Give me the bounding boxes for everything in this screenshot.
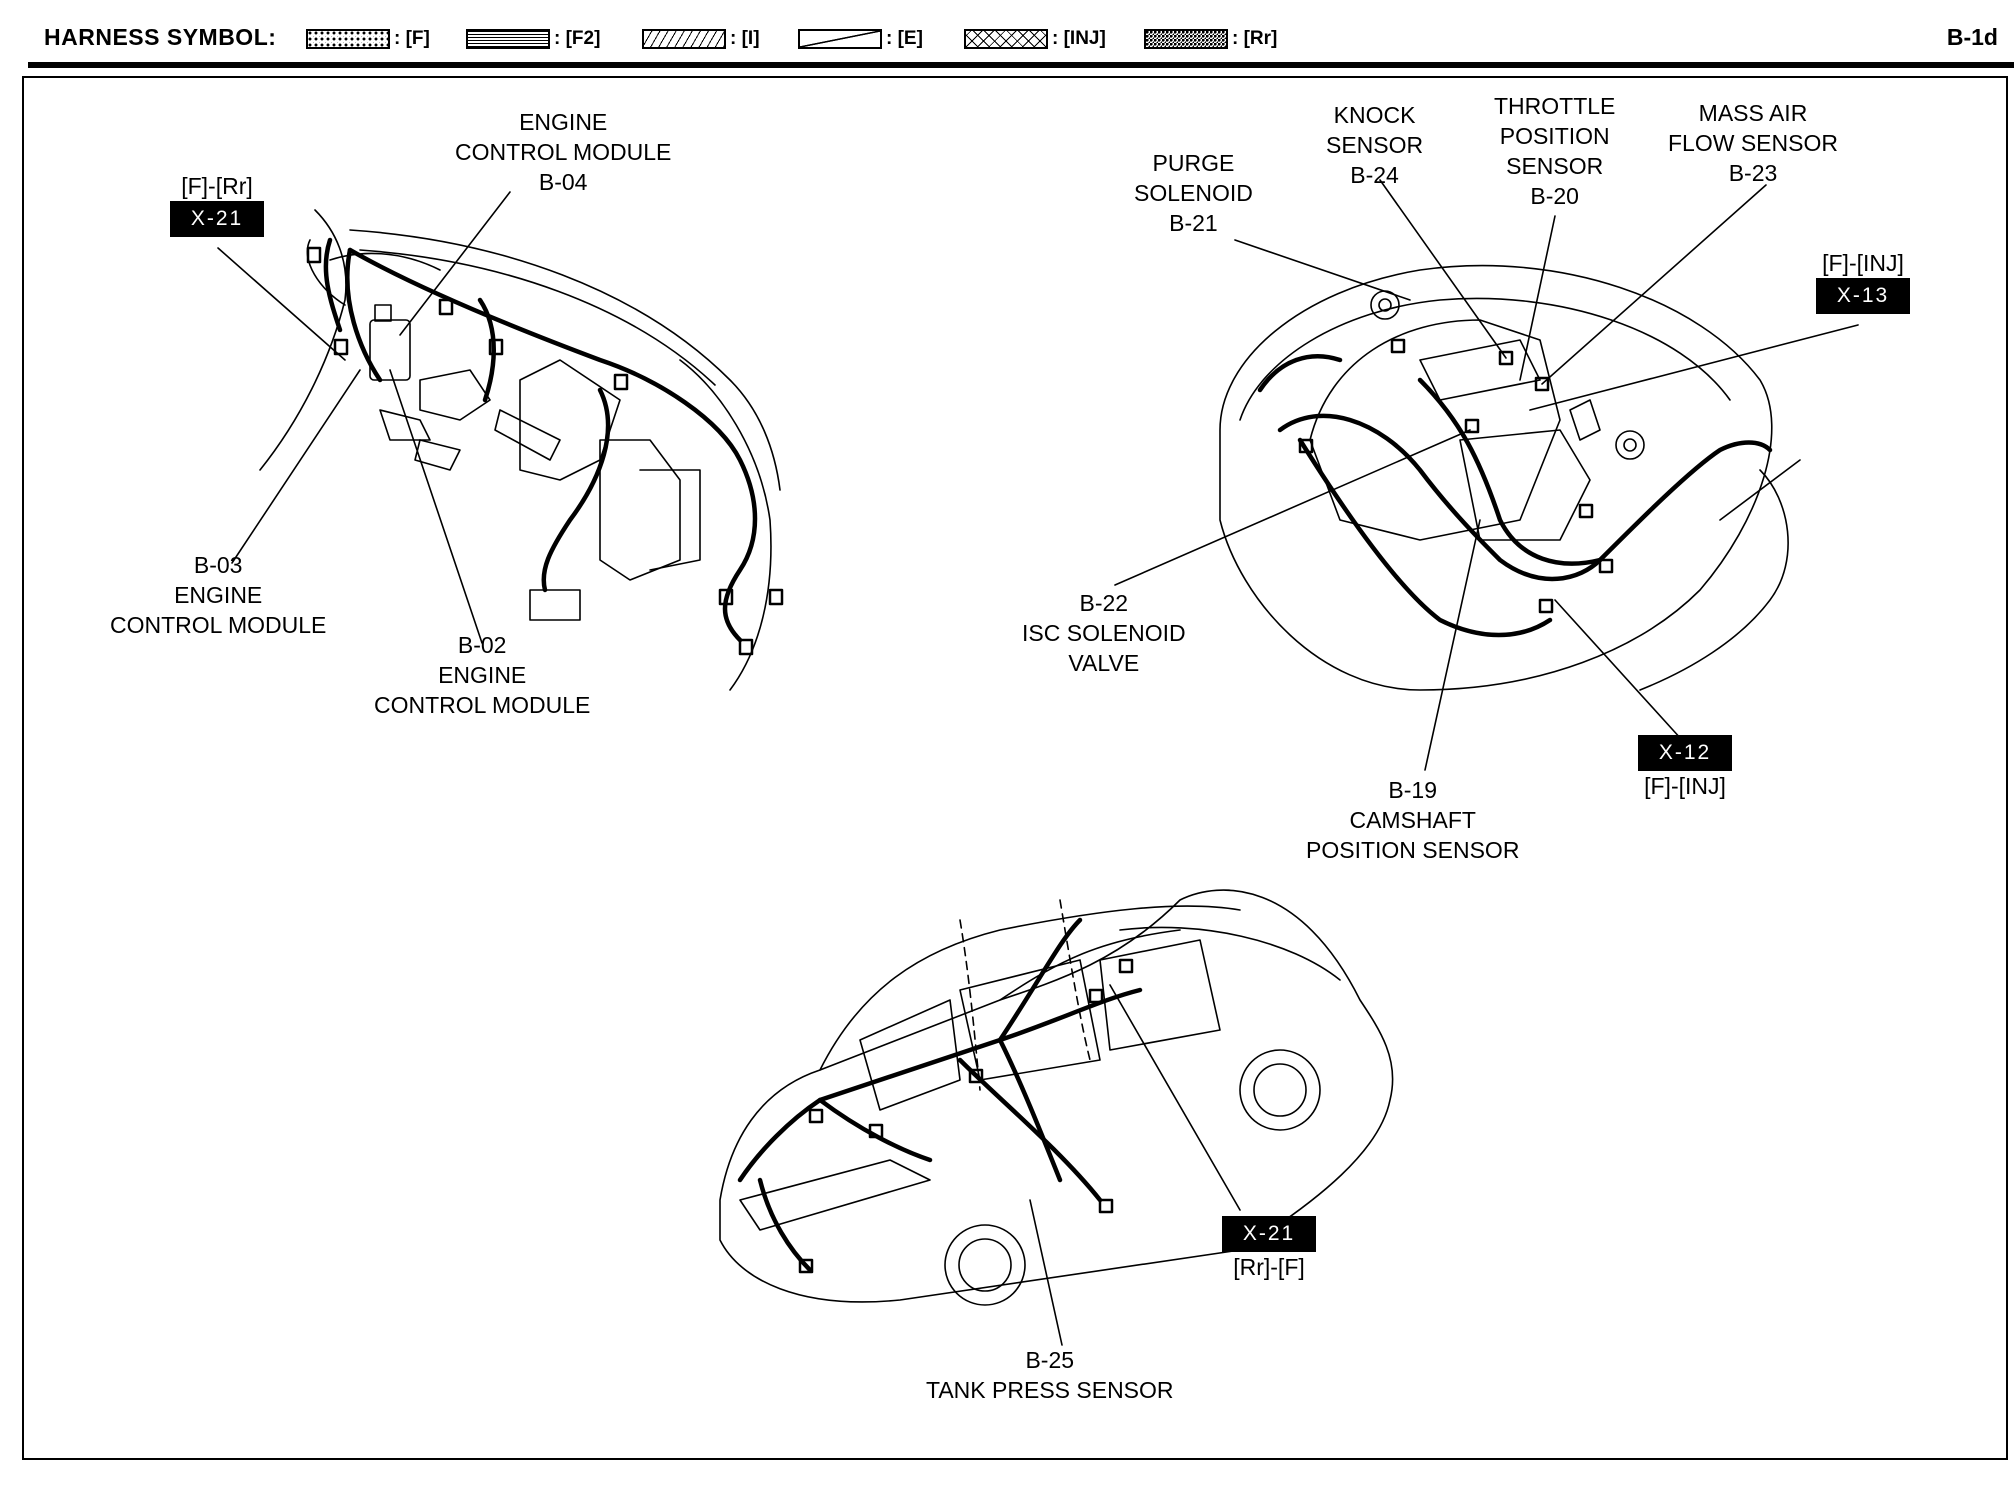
label-b20-line1: THROTTLE	[1494, 93, 1616, 119]
diagram-header: HARNESS SYMBOL: : [F] : [F2] : [I] : [E]…	[0, 0, 2016, 70]
label-b20-line4: B-20	[1530, 183, 1579, 209]
label-b04-line3: B-04	[538, 169, 588, 195]
label-b19-line1: B-19	[1388, 777, 1438, 803]
legend-code-rr: : [Rr]	[1232, 28, 1278, 49]
label-b19-line3: POSITION SENSOR	[1306, 837, 1520, 863]
legend-swatch-inj	[964, 29, 1048, 49]
label-b20-throttle-position-sensor: THROTTLE POSITION SENSOR B-20	[1494, 91, 1615, 211]
label-b04-line1: ENGINE	[519, 109, 608, 135]
label-b22-line3: VALVE	[1068, 650, 1140, 676]
legend-swatch-f2	[466, 29, 550, 49]
connector-x13-id: X-13	[1816, 278, 1910, 314]
connector-x21-body-code: [Rr]-[F]	[1233, 1254, 1305, 1280]
label-b25-tank-press-sensor: B-25 TANK PRESS SENSOR	[926, 1345, 1174, 1405]
label-b02-line1: B-02	[457, 632, 507, 658]
legend-item-f: : [F]	[306, 26, 430, 52]
label-b21-line3: B-21	[1169, 210, 1218, 236]
label-b19-line2: CAMSHAFT	[1349, 807, 1476, 833]
label-b19-camshaft-position-sensor: B-19 CAMSHAFT POSITION SENSOR	[1306, 775, 1519, 865]
connector-x21-dash-id: X-21	[170, 201, 264, 237]
label-b22-line1: B-22	[1079, 590, 1129, 616]
label-b23-line2: FLOW SENSOR	[1668, 130, 1838, 156]
legend-code-f: : [F]	[394, 28, 430, 49]
label-b03-engine-control-module: B-03 ENGINE CONTROL MODULE	[110, 550, 326, 640]
label-b24-line1: KNOCK	[1333, 102, 1416, 128]
legend-item-inj: : [INJ]	[964, 26, 1106, 52]
label-b02-line3: CONTROL MODULE	[374, 692, 591, 718]
label-b22-isc-solenoid-valve: B-22 ISC SOLENOID VALVE	[1022, 588, 1186, 678]
header-rule	[28, 62, 2014, 68]
label-b24-knock-sensor: KNOCK SENSOR B-24	[1326, 100, 1423, 190]
label-b24-line2: SENSOR	[1326, 132, 1424, 158]
legend-swatch-rr	[1144, 29, 1228, 49]
legend-code-f2: : [F2]	[554, 28, 601, 49]
label-b24-line3: B-24	[1350, 162, 1399, 188]
label-b20-line2: POSITION	[1499, 123, 1610, 149]
label-b02-line2: ENGINE	[438, 662, 527, 688]
legend-code-i: : [I]	[730, 28, 760, 49]
legend-code-e: : [E]	[886, 28, 923, 49]
engine-bay-illustration	[1219, 264, 1801, 691]
label-b23-line1: MASS AIR	[1698, 100, 1808, 126]
page-id: B-1d	[1946, 24, 1998, 50]
dashboard-illustration	[259, 209, 784, 691]
legend-item-i: : [I]	[642, 26, 760, 52]
label-b03-line3: CONTROL MODULE	[110, 612, 327, 638]
label-b02-engine-control-module: B-02 ENGINE CONTROL MODULE	[374, 630, 590, 720]
diagram-frame	[22, 76, 2008, 1460]
connector-x13-code: [F]-[INJ]	[1822, 250, 1904, 276]
leader-lines	[217, 179, 1859, 1346]
connector-x21-dash-code: [F]-[Rr]	[181, 173, 253, 199]
label-b25-line2: TANK PRESS SENSOR	[926, 1377, 1174, 1403]
connector-x21-body-id: X-21	[1222, 1216, 1316, 1252]
label-b04-line2: CONTROL MODULE	[455, 139, 672, 165]
legend-item-rr: : [Rr]	[1144, 26, 1277, 52]
label-b23-mass-air-flow-sensor: MASS AIR FLOW SENSOR B-23	[1668, 98, 1838, 188]
legend-item-e: : [E]	[798, 26, 923, 52]
label-b23-line3: B-23	[1728, 160, 1778, 186]
legend-swatch-e	[798, 29, 882, 49]
label-b22-line2: ISC SOLENOID	[1022, 620, 1186, 646]
connector-x12-id: X-12	[1638, 735, 1732, 771]
label-b03-line1: B-03	[193, 552, 243, 578]
label-b21-purge-solenoid: PURGE SOLENOID B-21	[1134, 148, 1253, 238]
connector-x12: X-12 [F]-[INJ]	[1638, 735, 1732, 801]
legend-item-f2: : [F2]	[466, 26, 600, 52]
legend-swatch-i	[642, 29, 726, 49]
connector-x12-code: [F]-[INJ]	[1644, 773, 1726, 799]
label-b04-engine-control-module: ENGINE CONTROL MODULE B-04	[455, 107, 671, 197]
car-body-illustration	[719, 889, 1394, 1306]
connector-x21-dash: [F]-[Rr] X-21	[170, 171, 264, 237]
connector-x13: [F]-[INJ] X-13	[1816, 248, 1910, 314]
label-b03-line2: ENGINE	[174, 582, 263, 608]
connector-x21-body: X-21 [Rr]-[F]	[1222, 1216, 1316, 1282]
harness-symbol-title: HARNESS SYMBOL:	[44, 24, 277, 50]
label-b20-line3: SENSOR	[1506, 153, 1604, 179]
label-b25-line1: B-25	[1025, 1347, 1075, 1373]
legend-swatch-f	[306, 29, 390, 49]
label-b21-line1: PURGE	[1152, 150, 1235, 176]
legend-code-inj: : [INJ]	[1052, 28, 1106, 49]
label-b21-line2: SOLENOID	[1134, 180, 1253, 206]
